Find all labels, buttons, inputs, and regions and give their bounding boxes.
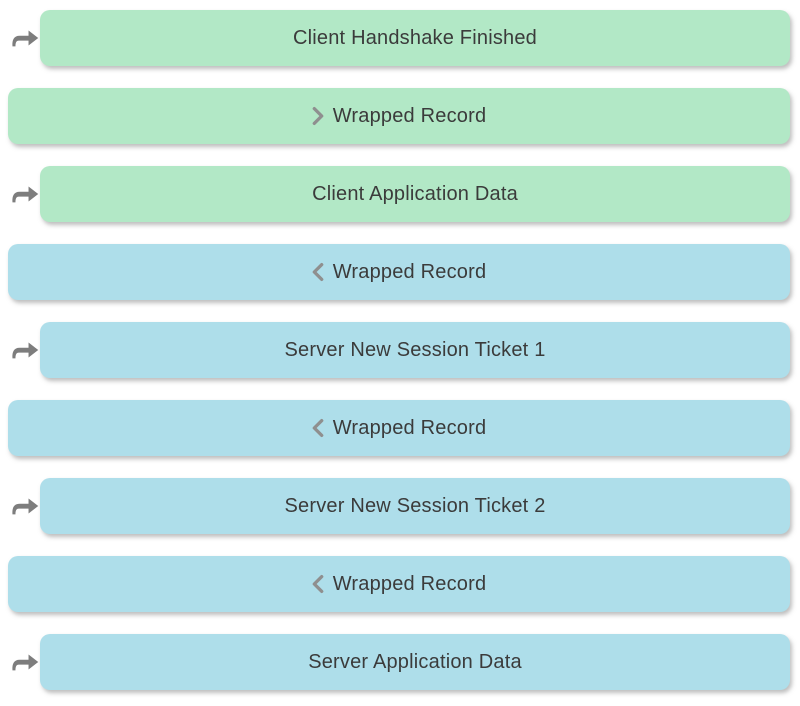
record-row-wrapped-record-client: Wrapped Record (8, 88, 790, 144)
record-row-wrapped-record-server-3: Wrapped Record (8, 556, 790, 612)
record-row-server-application-data: Server Application Data (8, 634, 790, 690)
record-label: Server Application Data (308, 650, 522, 673)
record-pill[interactable]: Client Handshake Finished (40, 10, 790, 66)
curved-right-arrow-icon (8, 495, 40, 517)
record-label: Server New Session Ticket 1 (284, 338, 546, 361)
record-label: Wrapped Record (332, 416, 487, 439)
curved-right-arrow-icon (8, 339, 40, 361)
record-pill[interactable]: Wrapped Record (8, 556, 790, 612)
record-row-server-new-session-ticket-2: Server New Session Ticket 2 (8, 478, 790, 534)
chevron-left-icon (312, 262, 324, 282)
record-label: Client Handshake Finished (292, 26, 538, 49)
record-row-client-application-data: Client Application Data (8, 166, 790, 222)
chevron-right-icon (312, 106, 324, 126)
record-row-client-handshake-finished: Client Handshake Finished (8, 10, 790, 66)
record-label: Client Application Data (312, 182, 518, 205)
curved-right-arrow-icon (8, 27, 40, 49)
record-pill[interactable]: Server Application Data (40, 634, 790, 690)
record-row-wrapped-record-server-2: Wrapped Record (8, 400, 790, 456)
record-pill[interactable]: Wrapped Record (8, 400, 790, 456)
record-label: Wrapped Record (332, 260, 487, 283)
record-label: Wrapped Record (332, 104, 487, 127)
record-pill[interactable]: Client Application Data (40, 166, 790, 222)
record-pill[interactable]: Server New Session Ticket 1 (40, 322, 790, 378)
record-label: Server New Session Ticket 2 (284, 494, 546, 517)
chevron-left-icon (312, 418, 324, 438)
curved-right-arrow-icon (8, 651, 40, 673)
record-label: Wrapped Record (332, 572, 487, 595)
record-pill[interactable]: Server New Session Ticket 2 (40, 478, 790, 534)
record-pill[interactable]: Wrapped Record (8, 88, 790, 144)
chevron-left-icon (312, 574, 324, 594)
record-row-wrapped-record-server-1: Wrapped Record (8, 244, 790, 300)
tls-record-sequence: Client Handshake Finished Wrapped Record… (8, 10, 790, 690)
record-pill[interactable]: Wrapped Record (8, 244, 790, 300)
curved-right-arrow-icon (8, 183, 40, 205)
record-row-server-new-session-ticket-1: Server New Session Ticket 1 (8, 322, 790, 378)
